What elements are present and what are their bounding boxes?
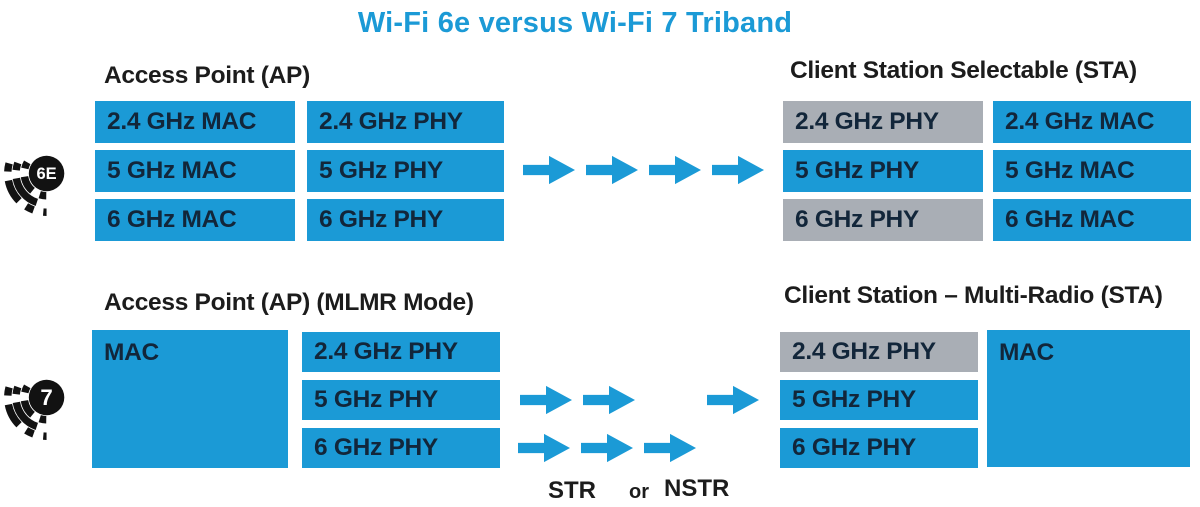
wifi-6e-icon: 6E xyxy=(4,155,65,216)
sta7-phy-column: 2.4 GHz PHY 5 GHz PHY 6 GHz PHY xyxy=(780,332,978,468)
sta7-phy-box: 5 GHz PHY xyxy=(780,380,978,420)
wifi-arc-mid xyxy=(12,161,45,208)
badge-circle xyxy=(28,155,65,192)
badge-circle xyxy=(28,379,65,416)
sta7-phy-box: 2.4 GHz PHY xyxy=(780,332,978,372)
arrow-right-icon xyxy=(649,155,701,185)
ap6-phy-box: 2.4 GHz PHY xyxy=(307,101,504,143)
wifi-7-icon: 7 xyxy=(4,379,65,440)
ap7-mac-box: MAC xyxy=(92,330,288,468)
ap6-phy-column: 2.4 GHz PHY 5 GHz PHY 6 GHz PHY xyxy=(307,101,504,241)
badge-7-label: 7 xyxy=(40,385,52,410)
ap6-mac-box: 2.4 GHz MAC xyxy=(95,101,295,143)
arrow-right-icon xyxy=(523,155,575,185)
page-title: Wi-Fi 6e versus Wi-Fi 7 Triband xyxy=(357,7,793,39)
arrow-right-icon xyxy=(518,433,570,463)
ap7-phy-column: 2.4 GHz PHY 5 GHz PHY 6 GHz PHY xyxy=(302,332,500,468)
ap6-to-sta6-arrows xyxy=(523,155,764,185)
wifi-arc-inner xyxy=(20,384,49,424)
sta7-heading: Client Station – Multi-Radio (STA) xyxy=(784,282,1163,309)
sta6-mac-box: 5 GHz MAC xyxy=(993,150,1191,192)
link6-arrows xyxy=(518,433,696,463)
sta6-phy-box: 2.4 GHz PHY xyxy=(783,101,983,143)
arrow-right-icon xyxy=(581,433,633,463)
arrow-right-icon xyxy=(644,433,696,463)
sta6-phy-box: 6 GHz PHY xyxy=(783,199,983,241)
sta6-mac-box: 6 GHz MAC xyxy=(993,199,1191,241)
arrow-right-icon xyxy=(520,385,572,415)
arrow-right-icon xyxy=(586,155,638,185)
ap7-heading: Access Point (AP) (MLMR Mode) xyxy=(104,289,474,316)
wifi-arc-inner xyxy=(20,160,49,200)
ap7-phy-box: 5 GHz PHY xyxy=(302,380,500,420)
arrow-right-icon xyxy=(707,385,759,415)
arrow-right-icon xyxy=(712,155,764,185)
sta6-phy-column: 2.4 GHz PHY 5 GHz PHY 6 GHz PHY xyxy=(783,101,983,241)
ap6-phy-box: 5 GHz PHY xyxy=(307,150,504,192)
ap6-phy-box: 6 GHz PHY xyxy=(307,199,504,241)
sta6-phy-box: 5 GHz PHY xyxy=(783,150,983,192)
wifi-arc-mid xyxy=(12,385,45,432)
ap7-phy-box: 2.4 GHz PHY xyxy=(302,332,500,372)
sta7-phy-box: 6 GHz PHY xyxy=(780,428,978,468)
wifi-arc-outer xyxy=(4,386,47,440)
nstr-label: NSTR xyxy=(664,475,730,502)
ap7-phy-box: 6 GHz PHY xyxy=(302,428,500,468)
wifi-arc-outer xyxy=(4,162,47,216)
str-label: STR xyxy=(548,477,596,504)
sta6-mac-box: 2.4 GHz MAC xyxy=(993,101,1191,143)
ap6-mac-column: 2.4 GHz MAC 5 GHz MAC 6 GHz MAC xyxy=(95,101,295,241)
badge-6e-label: 6E xyxy=(36,165,56,183)
ap6-mac-box: 6 GHz MAC xyxy=(95,199,295,241)
sta7-mac-box: MAC xyxy=(987,330,1190,467)
or-label: or xyxy=(629,481,649,503)
ap6-heading: Access Point (AP) xyxy=(104,62,310,89)
sta6-heading: Client Station Selectable (STA) xyxy=(790,57,1137,84)
sta6-mac-column: 2.4 GHz MAC 5 GHz MAC 6 GHz MAC xyxy=(993,101,1191,241)
link5-arrows-left xyxy=(520,385,635,415)
ap6-mac-box: 5 GHz MAC xyxy=(95,150,295,192)
arrow-right-icon xyxy=(583,385,635,415)
